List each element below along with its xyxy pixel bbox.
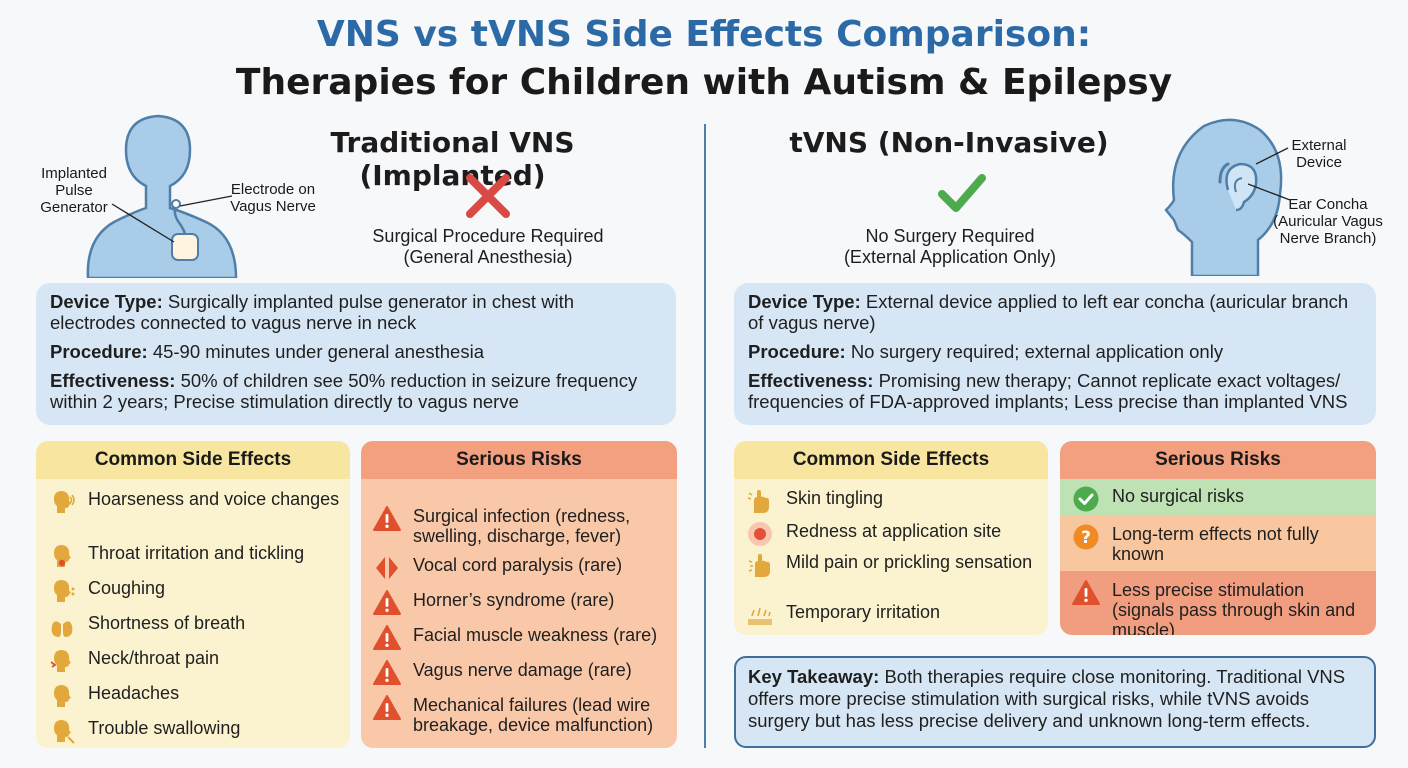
voice-head-icon (48, 488, 76, 516)
vns-serious-risks-card: Serious Risks Surgical infection (rednes… (361, 441, 677, 748)
head-icon (48, 682, 76, 710)
tvns-device-type-label: Device Type: (748, 291, 861, 312)
list-item: Mild pain or prickling sensation (734, 551, 1048, 579)
list-item: Trouble swallowing (36, 717, 350, 745)
list-item: Vocal cord paralysis (rare) (361, 554, 677, 582)
vocal-cord-icon (373, 554, 401, 582)
key-takeaway-box: Key Takeaway: Both therapies require clo… (734, 656, 1376, 748)
tvns-common-side-effects-card: Common Side Effects Skin tingling Rednes… (734, 441, 1048, 635)
check-circle-icon (1072, 485, 1100, 513)
vns-common-side-effects-card: Common Side Effects Hoarseness and voice… (36, 441, 350, 748)
question-icon: ? (1072, 523, 1100, 551)
tvns-status-line-2: (External Application Only) (843, 247, 1057, 267)
vns-procedure-label: Procedure: (50, 341, 148, 362)
tvns-info-box: Device Type: External device applied to … (734, 283, 1376, 425)
band-long-term (1060, 516, 1376, 571)
list-item: Mechanical failures (lead wire breakage,… (361, 694, 677, 735)
warning-icon (373, 505, 401, 533)
list-item: Surgical infection (redness, swelling, d… (361, 505, 677, 546)
vns-status-text: Surgical Procedure Required (General Ane… (330, 226, 646, 268)
svg-text:?: ? (1081, 528, 1091, 548)
tvns-effectiveness-value: Promising new therapy; Cannot replicate … (748, 370, 1348, 412)
list-item: Neck/throat pain (36, 647, 350, 675)
label-external-device: External Device (1291, 137, 1347, 171)
tvns-status-text: No Surgery Required (External Applicatio… (800, 226, 1100, 268)
vns-procedure-value: 45-90 minutes under general anesthesia (152, 341, 484, 362)
tvns-serious-risks-card: Serious Risks No surgical risks ? Long-t… (1060, 441, 1376, 635)
takeaway-text: Both therapies require close monitoring.… (748, 666, 1346, 731)
skin-irritation-icon (746, 601, 774, 629)
list-item: Temporary irritation (734, 601, 1048, 629)
list-item: Redness at application site (734, 520, 1048, 548)
throat-icon (48, 542, 76, 570)
tvns-procedure-label: Procedure: (748, 341, 846, 362)
label-electrode-vagus-nerve: Electrode on Vagus Nerve (230, 181, 316, 215)
vns-status-line-2: (General Anesthesia) (403, 247, 573, 267)
tvns-serious-header: Serious Risks (1060, 441, 1376, 479)
vns-device-type-value: Surgically implanted pulse generator in … (50, 291, 575, 333)
tvns-head-diagram-icon (1164, 118, 1291, 276)
list-item: Shortness of breath (36, 612, 350, 640)
list-item: No surgical risks (1060, 485, 1376, 513)
title-line-2: Therapies for Children with Autism & Epi… (235, 62, 1173, 103)
swallow-icon (48, 717, 76, 745)
list-item: Throat irritation and tickling (36, 542, 350, 570)
list-item: Headaches (36, 682, 350, 710)
neck-pain-icon (48, 647, 76, 675)
tvns-procedure-value: No surgery required; external applicatio… (850, 341, 1224, 362)
tvns-device-type-value: External device applied to left ear conc… (748, 291, 1349, 333)
list-item: Coughing (36, 577, 350, 605)
warning-icon (373, 694, 401, 722)
tvns-heading: tVNS (Non-Invasive) (789, 126, 1109, 159)
hand-pain-icon (746, 551, 774, 579)
list-item: Less precise stimulation (signals pass t… (1060, 579, 1376, 635)
redness-icon (746, 520, 774, 548)
vns-effectiveness-value: 50% of children see 50% reduction in sei… (50, 370, 638, 412)
label-implanted-pulse-generator: Implanted Pulse Generator (40, 165, 108, 216)
lungs-icon (48, 612, 76, 640)
list-item: Vagus nerve damage (rare) (361, 659, 677, 687)
vns-serious-header: Serious Risks (361, 441, 677, 479)
label-ear-concha: Ear Concha (Auricular Vagus Nerve Branch… (1273, 196, 1383, 247)
vns-body-diagram-icon (86, 114, 238, 278)
cough-icon (48, 577, 76, 605)
takeaway-label: Key Takeaway: (748, 666, 880, 687)
warning-icon (373, 659, 401, 687)
vns-info-box: Device Type: Surgically implanted pulse … (36, 283, 676, 425)
list-item: Hoarseness and voice changes (36, 488, 350, 516)
list-item: Skin tingling (734, 487, 1048, 515)
tvns-effectiveness-label: Effectiveness: (748, 370, 874, 391)
vns-device-type-label: Device Type: (50, 291, 163, 312)
column-divider (704, 124, 706, 748)
tvns-status-line-1: No Surgery Required (865, 226, 1035, 246)
vns-heading: Traditional VNS (Implanted) (330, 126, 575, 192)
vns-effectiveness-label: Effectiveness: (50, 370, 176, 391)
band-less-precise (1060, 571, 1376, 635)
vns-status-line-1: Surgical Procedure Required (372, 226, 604, 246)
warning-icon (373, 589, 401, 617)
warning-icon (1072, 579, 1100, 607)
warning-icon (373, 624, 401, 652)
check-icon (938, 174, 986, 212)
list-item: ? Long-term effects not fully known (1060, 523, 1376, 564)
tvns-common-header: Common Side Effects (734, 441, 1048, 479)
title-line-1: VNS vs tVNS Side Effects Comparison: (316, 14, 1092, 55)
hand-tingle-icon (746, 487, 774, 515)
vns-common-header: Common Side Effects (36, 441, 350, 479)
list-item: Facial muscle weakness (rare) (361, 624, 677, 652)
x-icon (466, 174, 510, 218)
band-no-surgical-risks (1060, 479, 1376, 516)
list-item: Horner’s syndrome (rare) (361, 589, 677, 617)
